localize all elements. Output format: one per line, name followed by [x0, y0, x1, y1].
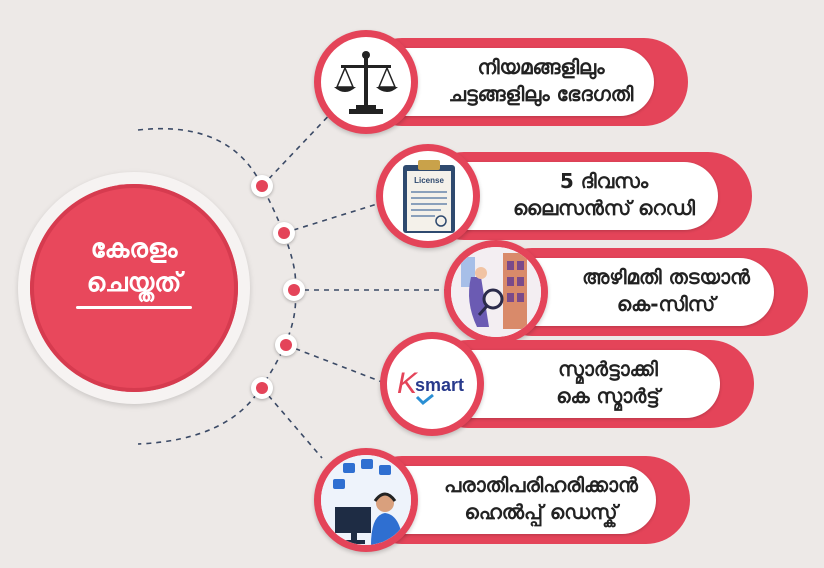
item-label-line-1: സ്മാർട്ടാക്കി: [558, 357, 658, 381]
item-label-line-2: കെ-സിസ്: [616, 292, 716, 316]
help-desk-agent-icon: [321, 455, 411, 545]
icon-ring: [314, 448, 418, 552]
item-license: 5 ദിവസം ലൈസൻസ് റെഡി License: [376, 144, 752, 248]
connector-node-5: [251, 377, 273, 399]
item-label: നിയമങ്ങളിലും ചട്ടങ്ങളിലും ഭേദഗതി: [426, 54, 656, 108]
item-label-line-2: കെ സ്മാർട്ട്: [556, 384, 660, 408]
hub-circle: [30, 184, 238, 392]
scales-of-justice-icon: [321, 37, 411, 127]
item-amendments: നിയമങ്ങളിലും ചട്ടങ്ങളിലും ഭേദഗതി: [314, 30, 688, 134]
item-ksmart: സ്മാർട്ടാക്കി കെ സ്മാർട്ട് K smart: [380, 332, 754, 436]
item-label-line-2: ചട്ടങ്ങളിലും ഭേദഗതി: [448, 82, 634, 106]
item-label-line-2: ഹെൽപ്പ് ഡെസ്ക്: [464, 500, 618, 524]
item-label-line-1: അഴിമതി തടയാൻ: [582, 265, 750, 289]
license-clipboard-icon: License: [383, 151, 473, 241]
item-label-line-1: നിയമങ്ങളിലും: [477, 55, 605, 79]
item-label: അഴിമതി തടയാൻ കെ-സിസ്: [556, 264, 776, 318]
item-anticorruption: അഴിമതി തടയാൻ കെ-സിസ്: [444, 240, 808, 344]
hub-title: കേരളം ചെയ്തത്: [30, 232, 238, 300]
ksmart-logo-icon: K smart: [387, 339, 477, 429]
item-label-line-1: 5 ദിവസം: [559, 169, 649, 193]
ksmart-logo-letter: K: [397, 367, 419, 400]
icon-ring: License: [376, 144, 480, 248]
item-label: പരാതിപരിഹരിക്കാൻ ഹെൽപ്പ് ഡെസ്ക്: [424, 472, 658, 526]
icon-ring: K smart: [380, 332, 484, 436]
item-label: 5 ദിവസം ലൈസൻസ് റെഡി: [490, 168, 718, 222]
hub-title-line-2: ചെയ്തത്: [86, 268, 182, 298]
item-label-line-2: ലൈസൻസ് റെഡി: [513, 196, 695, 220]
connector-node-1: [251, 175, 273, 197]
hub-underline: [76, 306, 192, 309]
connector-node-3: [283, 279, 305, 301]
license-text: License: [414, 176, 444, 185]
hub-title-line-1: കേരളം: [90, 234, 178, 264]
icon-ring: [314, 30, 418, 134]
item-helpdesk: പരാതിപരിഹരിക്കാൻ ഹെൽപ്പ് ഡെസ്ക്: [314, 448, 690, 552]
item-label-line-1: പരാതിപരിഹരിക്കാൻ: [444, 473, 638, 497]
magnifier-investigation-icon: [451, 247, 541, 337]
icon-ring: [444, 240, 548, 344]
ksmart-logo-text: smart: [415, 375, 464, 395]
item-label: സ്മാർട്ടാക്കി കെ സ്മാർട്ട്: [496, 356, 720, 410]
connector-node-2: [273, 222, 295, 244]
connector-node-4: [275, 334, 297, 356]
